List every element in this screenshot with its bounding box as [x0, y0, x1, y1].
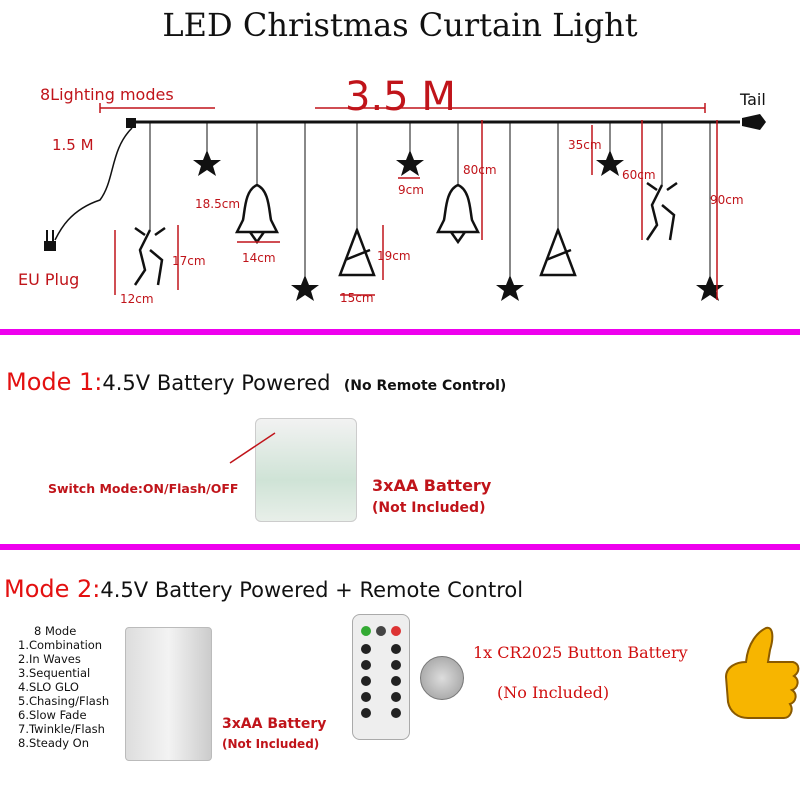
tree-icon — [539, 226, 577, 277]
star-icon — [193, 150, 221, 176]
mode1-heading: Mode 1:4.5V Battery Powered (No Remote C… — [6, 368, 506, 396]
star-icon — [696, 275, 724, 301]
mode1-label: Mode 1: — [6, 368, 103, 396]
strand-35: 35cm — [568, 138, 602, 152]
divider — [0, 544, 800, 550]
star-icon — [496, 275, 524, 301]
modes-title: 8 Mode — [34, 624, 77, 638]
deer-width: 12cm — [120, 292, 154, 306]
mode1-battery-note: (Not Included) — [372, 500, 486, 516]
mode-item: 4.SLO GLO — [18, 680, 79, 694]
mode-item: 8.Steady On — [18, 736, 90, 750]
battery-box-image — [255, 418, 357, 522]
mode2-battery: 3xAA Battery — [222, 716, 327, 732]
mode-item: 3.Sequential — [18, 666, 91, 680]
switch-mode-label: Switch Mode:ON/Flash/OFF — [48, 481, 239, 496]
tail-plug-icon — [742, 114, 766, 130]
deer-icon — [645, 181, 678, 241]
coin-battery-image — [420, 656, 464, 700]
curtain-diagram: 8Lighting modes 3.5 M Tail 1.5 M EU Plug… — [18, 74, 766, 306]
mode1-battery: 3xAA Battery — [372, 476, 492, 495]
tail-label: Tail — [739, 90, 766, 109]
cable-length-label: 1.5 M — [52, 136, 94, 154]
mode-item: 6.Slow Fade — [18, 708, 87, 722]
remote-control-image — [352, 614, 410, 740]
button-battery-label: 1x CR2025 Button Battery — [473, 643, 688, 662]
star-width: 9cm — [398, 183, 424, 197]
mode1-note: (No Remote Control) — [343, 378, 507, 394]
deer-height: 17cm — [172, 254, 206, 268]
star-icon — [396, 150, 424, 176]
mode-item: 7.Twinkle/Flash — [18, 722, 105, 736]
mode-list: 8 Mode 1.Combination 2.In Waves 3.Sequen… — [18, 624, 109, 750]
power-cable — [54, 127, 133, 241]
plug-label: EU Plug — [18, 270, 79, 289]
controller-box — [126, 118, 136, 128]
deer-icon — [133, 226, 166, 286]
battery-box-image — [125, 627, 212, 761]
strand-80: 80cm — [463, 163, 497, 177]
thumbs-up-icon — [724, 626, 800, 719]
eu-plug-icon — [44, 230, 56, 251]
divider — [0, 329, 800, 335]
controller-label: 8Lighting modes — [40, 85, 174, 104]
star-icon — [596, 150, 624, 176]
pointer-line — [229, 432, 276, 464]
bell-icon — [435, 183, 481, 245]
mode-item: 1.Combination — [18, 638, 103, 652]
bell-icon — [234, 183, 280, 245]
mode2-label: Mode 2: — [4, 575, 101, 603]
bell-height: 18.5cm — [195, 197, 240, 211]
length-label: 3.5 M — [345, 74, 456, 120]
strand-90: 90cm — [710, 193, 744, 207]
mode2-battery-note: (Not Included) — [222, 737, 320, 751]
strand-60: 60cm — [622, 168, 656, 182]
mode1-description: 4.5V Battery Powered — [102, 371, 331, 395]
star-icons — [193, 150, 724, 301]
tree-height: 19cm — [377, 249, 411, 263]
button-battery-note: (No Included) — [497, 683, 610, 702]
mode-item: 2.In Waves — [18, 652, 81, 666]
tree-width: 15cm — [340, 291, 374, 305]
tree-icon — [338, 226, 376, 277]
mode2-description: 4.5V Battery Powered + Remote Control — [100, 578, 524, 602]
page-title: LED Christmas Curtain Light — [162, 6, 638, 44]
star-icon — [291, 275, 319, 301]
dimension-lines — [99, 103, 718, 300]
bell-width: 14cm — [242, 251, 276, 265]
mode2-heading: Mode 2:4.5V Battery Powered + Remote Con… — [4, 575, 523, 603]
mode-item: 5.Chasing/Flash — [18, 694, 110, 708]
